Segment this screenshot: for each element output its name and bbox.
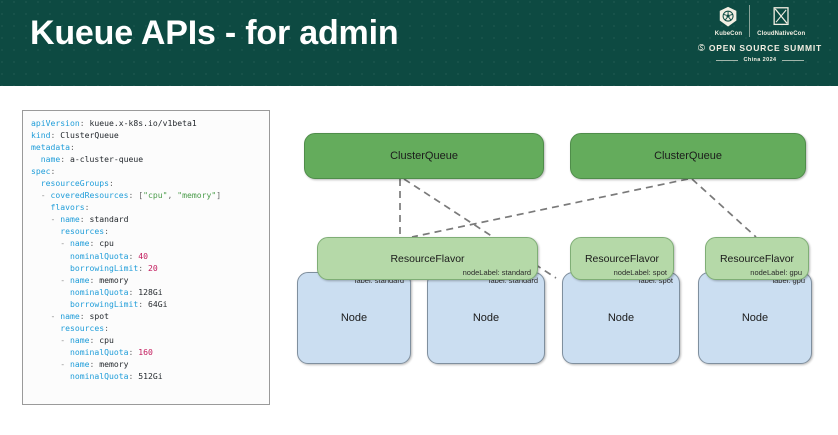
- connector-cq2-rf1: [411, 178, 689, 238]
- connector-cq2-rf3: [691, 178, 757, 238]
- cluster-queue-box-2: ClusterQueue: [570, 133, 806, 179]
- slide-header: Kueue APIs - for admin KubeCon: [0, 0, 838, 86]
- kubecon-helm-icon: [719, 5, 738, 28]
- conference-logo-lockup: KubeCon CloudNativeCon OPEN SOURCE SUMMI…: [698, 5, 822, 63]
- yaml-code-content: apiVersion: kueue.x-k8s.io/v1beta1 kind:…: [31, 118, 222, 381]
- cloudnativecon-icon: [773, 7, 789, 26]
- node-box-4: Node label: gpu: [698, 272, 812, 364]
- cloudnativecon-logo: CloudNativeCon: [749, 5, 812, 37]
- node-box-3: Node label: spot: [562, 272, 680, 364]
- node-note: label: gpu: [772, 276, 805, 285]
- node-label: Node: [340, 312, 368, 324]
- resource-flavor-label: ResourceFlavor: [390, 252, 465, 265]
- logo-rule-right: [781, 59, 804, 61]
- cloudnativecon-label: CloudNativeCon: [757, 31, 806, 37]
- cluster-queue-box-1: ClusterQueue: [304, 133, 544, 179]
- node-label: Node: [607, 312, 635, 324]
- node-note: label: spot: [638, 276, 673, 285]
- node-note: label: standard: [488, 276, 538, 285]
- cluster-queue-label: ClusterQueue: [390, 150, 458, 162]
- connector-cq1-rf2: [403, 178, 557, 279]
- resource-flavor-node-label: nodeLabel: spot: [613, 268, 667, 277]
- resource-flavor-box-2: ResourceFlavor nodeLabel: spot: [570, 237, 674, 280]
- resource-flavor-node-label: nodeLabel: gpu: [750, 268, 802, 277]
- resource-flavor-node-label: nodeLabel: standard: [462, 268, 531, 277]
- node-box-2: Node label: standard: [427, 272, 545, 364]
- node-note: label: standard: [354, 276, 404, 285]
- node-box-1: Node label: standard: [297, 272, 411, 364]
- logo-year-label: China 2024: [743, 57, 777, 63]
- resource-flavor-label: ResourceFlavor: [584, 252, 660, 265]
- node-label: Node: [741, 312, 769, 324]
- resource-flavor-box-3: ResourceFlavor nodeLabel: gpu: [705, 237, 809, 280]
- resource-flavor-label: ResourceFlavor: [719, 252, 795, 265]
- logo-rule-left: [716, 59, 739, 61]
- yaml-code-panel: apiVersion: kueue.x-k8s.io/v1beta1 kind:…: [22, 110, 270, 405]
- open-source-summit-label: OPEN SOURCE SUMMIT: [708, 42, 822, 53]
- kubecon-label: KubeCon: [714, 31, 743, 37]
- kubecon-logo: KubeCon: [708, 5, 749, 37]
- open-source-summit-icon: [698, 44, 705, 51]
- page-title: Kueue APIs - for admin: [30, 14, 399, 52]
- node-label: Node: [472, 312, 500, 324]
- cluster-queue-label: ClusterQueue: [654, 150, 722, 162]
- resource-flavor-box-1: ResourceFlavor nodeLabel: standard: [317, 237, 538, 280]
